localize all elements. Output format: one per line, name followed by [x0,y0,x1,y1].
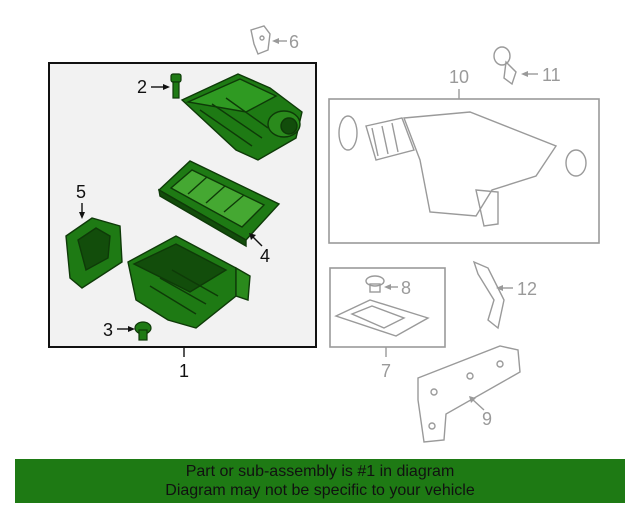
lower-housing-part[interactable] [127,235,251,329]
arrow-2 [163,84,170,90]
callout-5: 5 [76,182,86,202]
callout-11: 11 [542,65,561,85]
callout-9: 9 [482,409,492,429]
upper-housing-part[interactable] [180,73,303,161]
air-filter-part[interactable] [157,160,281,248]
cover-7-part[interactable] [334,299,430,337]
assembly-1-group[interactable]: 2 5 4 3 [48,62,317,348]
callout-6: 6 [289,32,299,52]
arrow-11 [521,71,528,77]
sensor-11-part[interactable] [493,46,517,86]
arrow-9 [469,396,476,403]
parts-diagram: 2 5 4 3 1 6 11 10 [48,25,600,443]
arrow-6 [272,38,279,44]
callout-1[interactable]: 1 [179,361,189,381]
clip-8-part[interactable] [365,275,385,293]
bolt-2-part[interactable] [170,73,182,99]
leader-4 [251,235,263,247]
arrow-4 [249,233,256,240]
info-banner: Part or sub-assembly is #1 in diagram Di… [15,459,625,503]
box-7 [329,267,446,348]
callout-3: 3 [103,320,113,340]
callout-8: 8 [401,278,411,298]
arrow-3 [128,326,135,332]
arrow-5 [79,212,85,219]
callout-10: 10 [449,67,469,87]
bracket-5-part[interactable] [65,217,123,289]
callout-2: 2 [137,77,147,97]
strap-12-part[interactable] [472,260,505,330]
box-10 [328,98,600,244]
callout-4: 4 [260,246,270,266]
callout-7: 7 [381,361,391,381]
grommet-3-part[interactable] [134,321,152,341]
callout-12: 12 [517,279,537,299]
leader-9 [471,398,485,411]
arrow-12 [496,285,503,291]
bracket-6-part[interactable] [250,25,271,55]
arrow-8 [384,284,391,290]
banner-line-2: Diagram may not be specific to your vehi… [165,482,475,499]
bracket-9-part[interactable] [417,345,521,443]
banner-line-1: Part or sub-assembly is #1 in diagram [185,463,455,480]
intake-duct-10-part[interactable] [338,111,587,227]
